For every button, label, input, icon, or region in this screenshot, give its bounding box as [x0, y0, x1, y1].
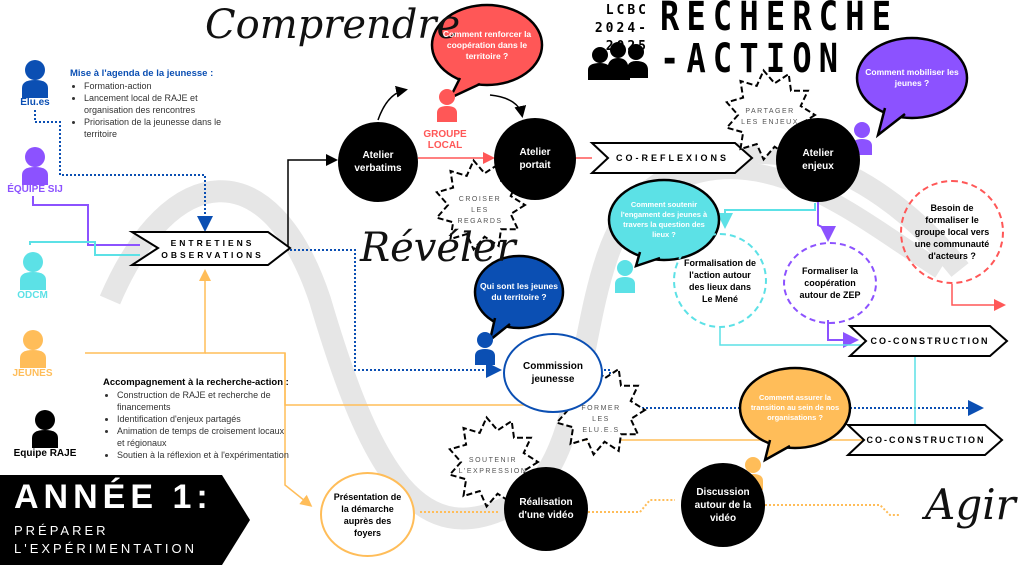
connector-odcm	[29, 241, 140, 256]
agenda-title: Mise à l'agenda de la jeunesse :	[70, 68, 214, 79]
actor-odcm: ODCM	[17, 290, 48, 301]
bubble-mobiliser: Comment mobiliser les jeunes ?	[865, 67, 959, 88]
coconstruction2-shape	[845, 424, 1004, 456]
header-years: 2024-2025	[594, 21, 649, 54]
actor-groupe-local: GROUPE LOCAL	[423, 129, 467, 151]
banner-subtitle: PRÉPARER L'EXPÉRIMENTATION	[14, 522, 197, 558]
node-coreflexions[interactable]: CO-REFLEXIONS	[615, 153, 729, 163]
list-item: Identification d'enjeux partagés	[117, 413, 293, 425]
coconstruction1-shape	[847, 325, 1009, 357]
node-entretiens[interactable]: ENTRETIENS OBSERVATIONS	[161, 238, 264, 260]
bubble-transition: Comment assurer la transition au sein de…	[750, 393, 840, 422]
node-video[interactable]: Réalisation d'une vidéo	[504, 467, 588, 551]
node-discussion[interactable]: Discussion autour de la vidéo	[681, 463, 765, 547]
accompagnement-title: Accompagnement à la recherche-action :	[103, 377, 289, 388]
bubble-soutenir: Comment soutenir l'engament des jeunes à…	[620, 200, 708, 239]
star-partager: PARTAGER LES ENJEUX	[741, 108, 799, 126]
node-coconstruction-2[interactable]: CO-CONSTRUCTION	[866, 435, 986, 445]
node-besoin[interactable]: Besoin de formaliser le groupe local ver…	[900, 180, 1004, 284]
actor-raje: Equipe RAJE	[13, 448, 77, 459]
node-verbatims[interactable]: Atelier verbatims	[338, 122, 418, 202]
node-presentation[interactable]: Présentation de la démarche auprès des f…	[320, 472, 415, 557]
connector-sij	[32, 196, 140, 246]
list-item: Construction de RAJE et recherche de fin…	[117, 389, 293, 413]
banner-title: ANNÉE 1:	[14, 478, 213, 516]
star-soutenir: SOUTENIR L'EXPRESSION	[458, 457, 528, 475]
page-title: RECHERCHE-ACTION	[660, 0, 898, 80]
coreflexions-shape	[589, 142, 754, 174]
node-commission[interactable]: Commission jeunesse	[503, 333, 603, 413]
accompagnement-list: Accompagnement à la recherche-action : C…	[103, 377, 293, 461]
list-item: Priorisation de la jeunesse dans le terr…	[84, 116, 230, 140]
node-cooperation[interactable]: Formaliser la coopération autour de ZEP	[783, 242, 877, 324]
group-icon	[588, 42, 648, 80]
star-former: FORMER LES ELU.E.S	[581, 405, 621, 434]
bubble-qui: Qui sont les jeunes du territoire ?	[480, 281, 558, 302]
actor-elus: Elu.es	[20, 97, 50, 108]
node-portait[interactable]: Atelier portait	[494, 118, 576, 200]
connector-elus	[34, 110, 213, 232]
banner-subtitle-line2: L'EXPÉRIMENTATION	[14, 541, 198, 556]
list-item: Lancement local de RAJE et organisation …	[84, 92, 230, 116]
connector-jeunes	[85, 269, 211, 354]
phase-agir: Agir	[925, 480, 1016, 529]
list-item: Soutien à la réflexion et à l'expériment…	[117, 449, 293, 461]
node-enjeux[interactable]: Atelier enjeux	[776, 118, 860, 202]
agenda-list: Mise à l'agenda de la jeunesse : Formati…	[70, 68, 230, 140]
actor-sij: ÉQUIPE SIJ	[7, 184, 63, 195]
banner-subtitle-line1: PRÉPARER	[14, 523, 109, 538]
list-item: Animation de temps de croisement locaux …	[117, 425, 293, 449]
node-formalisation[interactable]: Formalisation de l'action autour des lie…	[673, 233, 767, 328]
header-meta: LCBC 2024-2025	[565, 2, 649, 56]
bubble-renforcer: Comment renforcer la coopération dans le…	[442, 28, 532, 61]
title-line1: RECHERCHE	[660, 0, 899, 40]
year-banner	[0, 475, 250, 565]
phase-comprendre: Comprendre	[205, 2, 461, 48]
star-croiser: CROISER LES REGARDS	[457, 196, 503, 225]
node-coconstruction-1[interactable]: CO-CONSTRUCTION	[870, 336, 990, 346]
header-org: LCBC	[605, 3, 649, 18]
list-item: Formation-action	[84, 80, 230, 92]
actor-jeunes: JEUNES	[12, 368, 53, 379]
phase-reveler: Révéler	[360, 225, 516, 271]
title-line2: -ACTION	[660, 36, 846, 82]
entretiens-shape	[128, 231, 292, 266]
